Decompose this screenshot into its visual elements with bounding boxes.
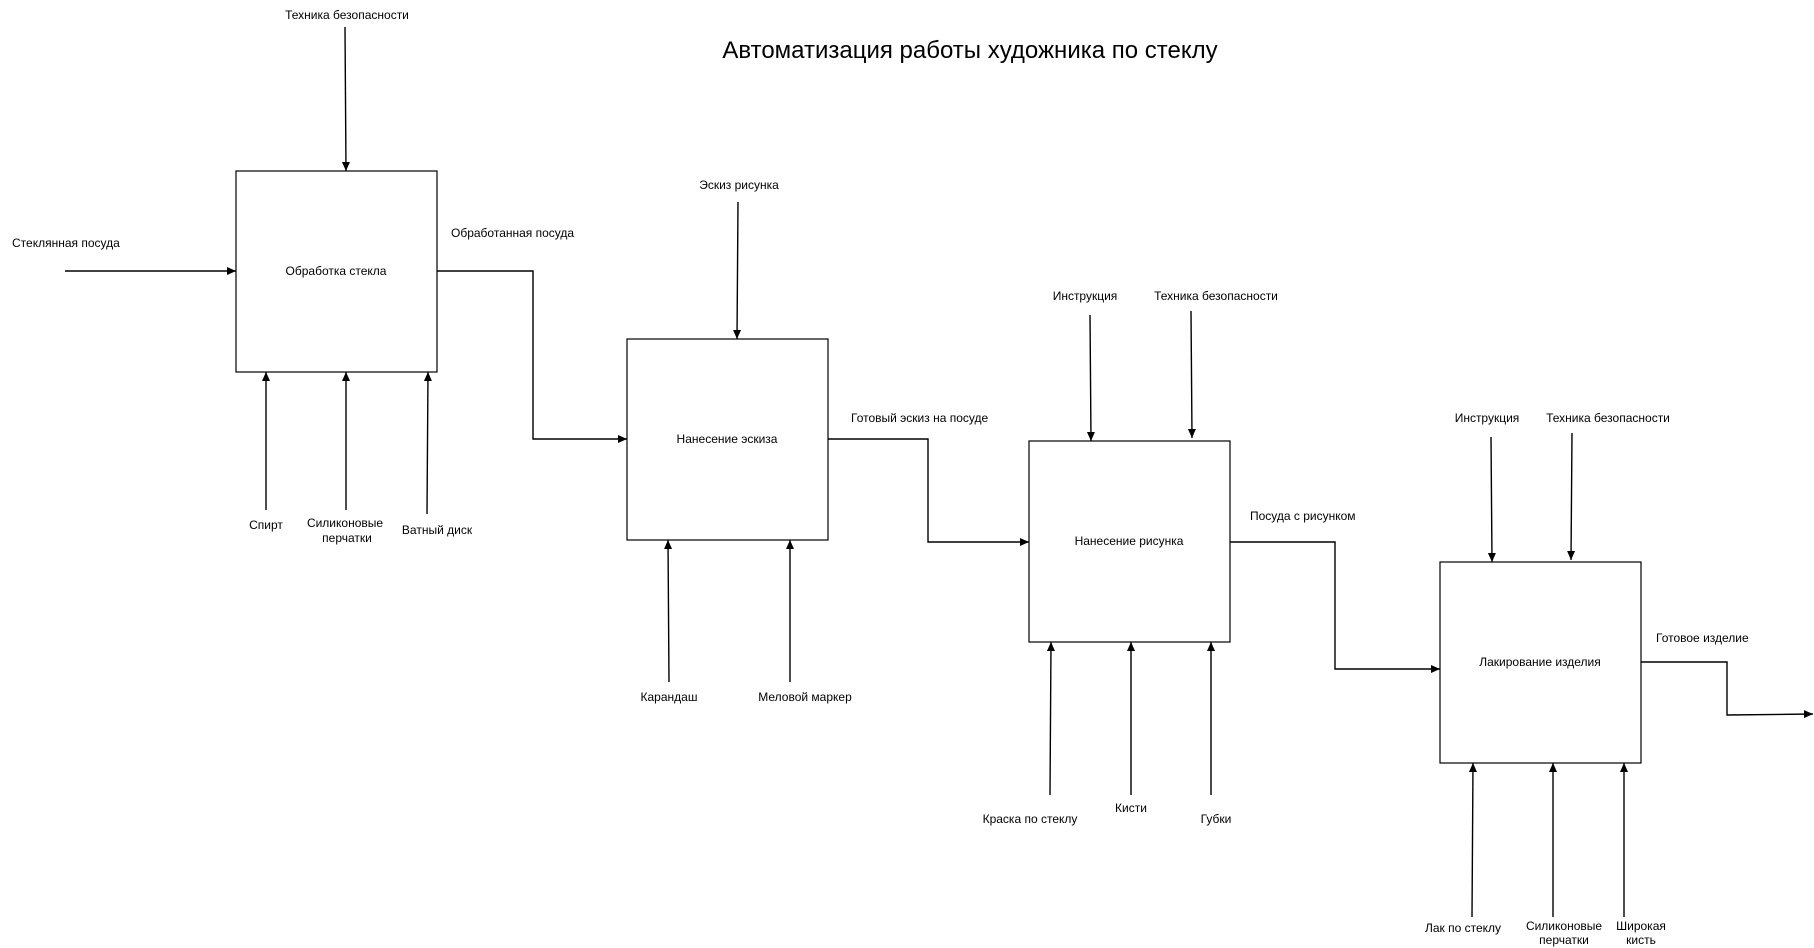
label-mech-b2-pencil: Карандаш (641, 690, 698, 704)
block-glass-processing-box (235, 170, 438, 373)
label-mech-b2-chalk: Меловой маркер (758, 690, 852, 704)
label-mech-b1-alcohol: Спирт (249, 518, 283, 532)
arrow-control-b2-sketch (733, 201, 742, 340)
diagram-title: Автоматизация работы художника по стеклу (722, 37, 1217, 64)
label-control-b3-safety: Техника безопасности (1154, 289, 1278, 303)
arrow-control-b1-safety (341, 26, 350, 172)
label-mech-b4-brush-line1: Широкая (1616, 919, 1666, 933)
block-drawing-application-label: Нанесение рисунка (1075, 534, 1184, 548)
label-mech-b3-brushes: Кисти (1115, 801, 1147, 815)
label-finished: Готовое изделие (1656, 631, 1749, 645)
label-control-b4-instruction: Инструкция (1455, 411, 1520, 425)
label-mech-b4-gloves-line2: перчатки (1539, 933, 1589, 947)
block-drawing-application-box (1028, 440, 1231, 643)
block-sketch-application[interactable]: Нанесение эскиза (626, 338, 829, 541)
block-glass-processing[interactable]: Обработка стекла (235, 170, 438, 373)
block-sketch-application-box (626, 338, 829, 541)
block-drawing-application[interactable]: Нанесение рисунка (1028, 440, 1231, 643)
block-sketch-application-label: Нанесение эскиза (677, 432, 778, 446)
label-mech-b1-gloves-line1: Силиконовые (307, 516, 383, 530)
label-mech-b3-sponges: Губки (1201, 812, 1232, 826)
label-mech-b4-gloves-line1: Силиконовые (1526, 919, 1602, 933)
block-varnishing-box (1439, 561, 1642, 764)
label-control-b4-safety: Техника безопасности (1546, 411, 1670, 425)
arrow-control-b4-instruction (1487, 436, 1496, 563)
arrow-sketch-ready (828, 438, 1029, 546)
label-mech-b1-gloves-line2: перчатки (322, 531, 372, 545)
arrow-control-b3-safety (1187, 310, 1196, 439)
arrow-mech-b1-cotton (423, 371, 432, 515)
arrow-control-b3-instruction (1086, 314, 1095, 442)
arrow-finished (1641, 661, 1814, 719)
arrow-with-drawing (1230, 541, 1440, 673)
arrow-processed (437, 270, 627, 443)
block-varnishing-label: Лакирование изделия (1479, 655, 1601, 669)
label-mech-b4-brush-line2: кисть (1626, 933, 1656, 947)
label-mech-b1-cotton: Ватный диск (402, 523, 473, 537)
label-control-b2-sketch: Эскиз рисунка (699, 178, 779, 192)
arrow-control-b4-safety (1567, 432, 1576, 561)
label-with-drawing: Посуда с рисунком (1250, 509, 1356, 523)
block-glass-processing-label: Обработка стекла (286, 264, 387, 278)
arrow-mech-b4-lacquer (1468, 762, 1477, 918)
block-varnishing[interactable]: Лакирование изделия (1439, 561, 1642, 764)
label-input-glass: Стеклянная посуда (12, 236, 120, 250)
arrow-mech-b3-paint (1046, 641, 1055, 796)
label-mech-b4-lacquer: Лак по стеклу (1425, 921, 1501, 935)
label-control-b3-instruction: Инструкция (1053, 289, 1118, 303)
label-control-b1-safety: Техника безопасности (285, 8, 409, 22)
arrow-mech-b2-pencil (664, 539, 673, 683)
label-processed: Обработанная посуда (451, 226, 574, 240)
label-sketch-ready: Готовый эскиз на посуде (851, 411, 989, 425)
label-mech-b3-paint: Краска по стеклу (983, 812, 1078, 826)
